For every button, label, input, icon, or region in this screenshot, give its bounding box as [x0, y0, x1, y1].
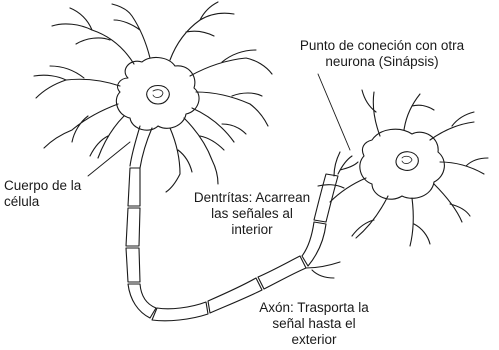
dendrite-path: [430, 112, 474, 140]
dendrite-path: [410, 198, 430, 246]
dendrite-path: [52, 8, 134, 64]
pointer-cell-body: [88, 142, 130, 176]
label-line: Cuerpo de la: [4, 178, 81, 194]
dendrite-path: [112, 4, 150, 58]
dendrite-path: [196, 92, 268, 126]
nucleus-1: [147, 86, 170, 105]
label-line: Axón: Trasporta la: [248, 300, 380, 316]
dendrite-path: [190, 50, 272, 76]
dendrite-path: [34, 66, 120, 98]
dendrite-path: [44, 104, 118, 148]
label-cell-body: Cuerpo de la célula: [4, 178, 81, 210]
label-line: señal hasta el: [248, 316, 380, 332]
label-synapse: Punto de coneción con otra neurona (Siná…: [270, 38, 494, 70]
axon-segment: [152, 302, 208, 321]
label-line: célula: [4, 194, 81, 210]
dendrite-path: [170, 2, 234, 60]
cell-body-outline-2: [360, 129, 445, 199]
label-dendrites: Dentrítas: Acarrean las señales al inter…: [188, 190, 316, 238]
label-line: Punto de coneción con otra: [270, 38, 494, 54]
dendrite-path: [434, 184, 470, 222]
label-line: las señales al: [188, 206, 316, 222]
axon-segment: [126, 208, 140, 246]
axon-segment: [258, 256, 306, 289]
dendrite-path: [440, 158, 488, 174]
label-line: interior: [188, 222, 316, 238]
label-axon: Axón: Trasporta la señal hasta el exteri…: [248, 300, 380, 348]
dendrite-path: [352, 196, 388, 238]
dendrite-path: [318, 178, 366, 202]
dendrite-path: [184, 118, 224, 184]
pointer-synapse: [318, 74, 350, 150]
dendrite-path: [404, 94, 434, 130]
axon-segment: [126, 248, 140, 282]
axon-segment: [128, 284, 156, 318]
axon-hillock: [130, 126, 152, 168]
cell-body-outline: [116, 57, 199, 130]
dendrite-path: [166, 128, 192, 192]
label-line: neurona (Sinápsis): [270, 54, 494, 70]
dendrite-path: [90, 116, 124, 158]
dendrite-path: [362, 90, 380, 136]
label-line: Dentrítas: Acarrean: [188, 190, 316, 206]
axon-segment: [128, 168, 140, 206]
axon-terminal: [306, 262, 340, 278]
label-line: exterior: [248, 332, 380, 348]
axon-terminal: [334, 152, 358, 176]
nucleus-2: [396, 152, 418, 171]
